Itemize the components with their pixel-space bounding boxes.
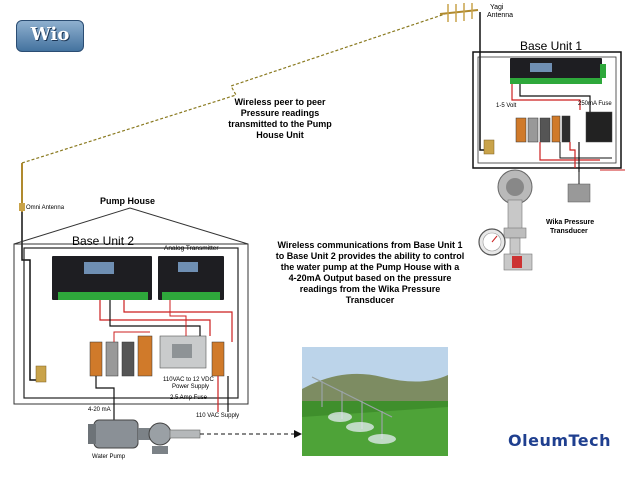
irrigation-field-photo	[302, 347, 448, 456]
base-unit-2-title: Base Unit 2	[72, 234, 135, 248]
communications-line-1: Wireless communications from Base Unit 1	[277, 240, 463, 250]
wio-logo-text: Wio	[30, 24, 70, 45]
communications-line-4: 4-20mA Output based on the pressure	[288, 273, 452, 283]
communications-line-5: readings from the Wika Pressure	[299, 284, 441, 294]
yagi-label-line-1: Yagi	[490, 4, 504, 11]
omni-surge-arrestor	[35, 365, 47, 383]
wio-logo: Wio	[16, 20, 84, 52]
peer-to-peer-line-1: Wireless peer to peer	[234, 97, 326, 107]
water-pump-label: Water Pump	[92, 454, 126, 460]
yagi-antenna	[439, 3, 479, 22]
base-unit-2-enclosure	[13, 243, 249, 405]
yagi-cable	[479, 12, 489, 151]
fuse-2-5a-label: 2.5 Amp Fuse	[170, 395, 208, 401]
omni-antenna	[19, 163, 25, 212]
yagi-surge-arrestor	[483, 139, 495, 155]
yagi-label-line-2: Antenna	[487, 12, 514, 19]
peer-to-peer-line-3: transmitted to the Pump	[228, 119, 332, 129]
peer-to-peer-line-2: Pressure readings	[240, 108, 320, 118]
wika-transducer-assembly	[478, 169, 533, 271]
peer-to-peer-line-4: House Unit	[256, 130, 304, 140]
communications-line-6: Transducer	[345, 295, 395, 305]
base-unit-1-terminal-block	[585, 111, 613, 143]
wireless-link-line	[21, 13, 446, 164]
wika-label-line-1: Wika Pressure	[546, 219, 595, 226]
analog-transmitter-module	[158, 256, 224, 300]
vac-supply-label: 110 VAC Supply	[196, 413, 240, 419]
communications-note: Wireless communications from Base Unit 1…	[270, 240, 470, 306]
omni-antenna-label: Omni Antenna	[26, 205, 65, 211]
oleumtech-brand: OleumTech	[508, 431, 612, 450]
volt-1-5-label: 1-5 Volt	[496, 103, 517, 109]
base-unit-1-title: Base Unit 1	[520, 39, 583, 53]
ma-4-20-label: 4-20 mA	[88, 407, 111, 413]
pump-house-title: Pump House	[100, 196, 156, 206]
communications-line-2: to Base Unit 2 provides the ability to c…	[275, 251, 465, 261]
wika-label-line-2: Transducer	[550, 228, 588, 235]
analog-transmitter-label: Analog Transmitter	[164, 245, 219, 252]
communications-line-3: the water pump at the Pump House with a	[280, 262, 460, 272]
base-unit-1-enclosure	[472, 51, 622, 169]
power-supply-label-line-2: Power Supply	[172, 384, 210, 390]
base-unit-2-breaker-1	[89, 341, 103, 377]
pump-house-outline	[13, 207, 249, 245]
power-supply-label-line-1: 110VAC to 12 VDC	[163, 377, 214, 383]
base-unit-1-breaker-1	[515, 117, 527, 143]
base-unit-2-module	[52, 256, 152, 300]
peer-to-peer-note: Wireless peer to peer Pressure readings …	[224, 97, 336, 141]
water-pump	[88, 419, 201, 454]
junction-box	[567, 183, 591, 203]
fuse-250ma-label: 250mA Fuse	[578, 101, 612, 107]
